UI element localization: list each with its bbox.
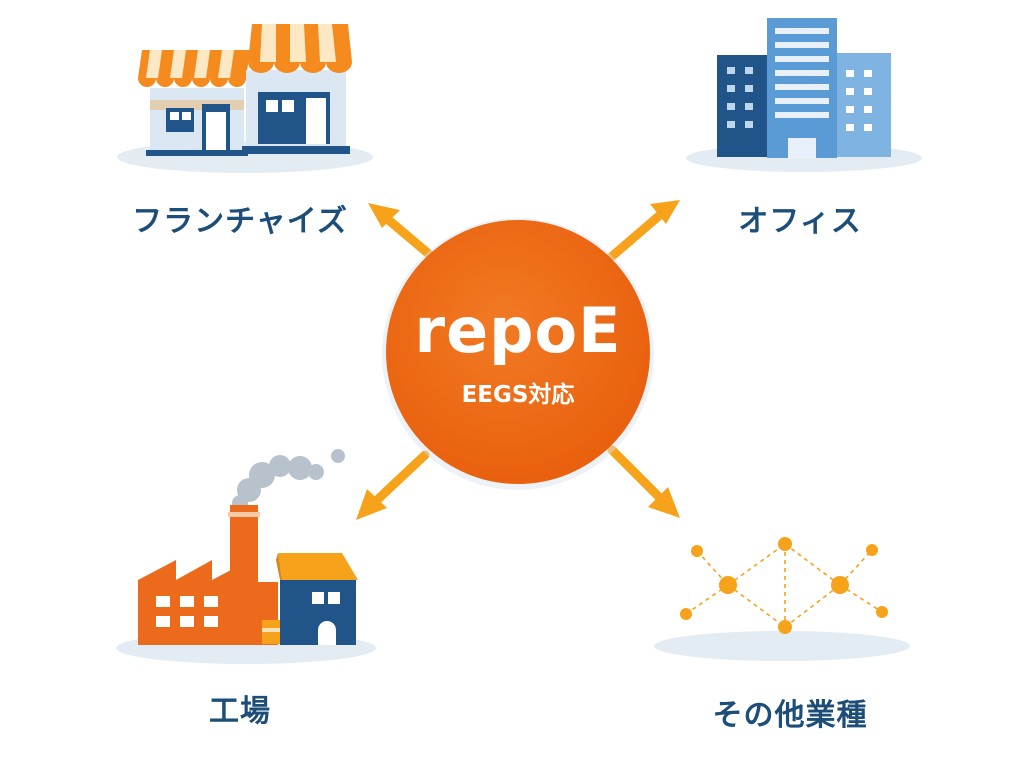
- other-industries-label: その他業種: [712, 698, 868, 733]
- factory-label: 工場: [209, 694, 271, 729]
- arrow-to-other: [607, 445, 680, 518]
- franchise-label: フランチャイズ: [132, 204, 348, 239]
- hub-circle: [382, 218, 654, 490]
- network-nodes-icon: [654, 537, 910, 661]
- arrow-to-factory: [356, 450, 430, 520]
- hub-title: repoE: [414, 294, 622, 367]
- arrow-to-franchise: [368, 203, 435, 260]
- hub-subtitle: EEGS対応: [461, 382, 575, 408]
- arrow-to-office: [605, 200, 680, 263]
- office-label: オフィス: [738, 204, 862, 239]
- factory-icon: [116, 449, 376, 664]
- office-building-icon: [686, 18, 922, 172]
- storefront-icon: [117, 24, 373, 173]
